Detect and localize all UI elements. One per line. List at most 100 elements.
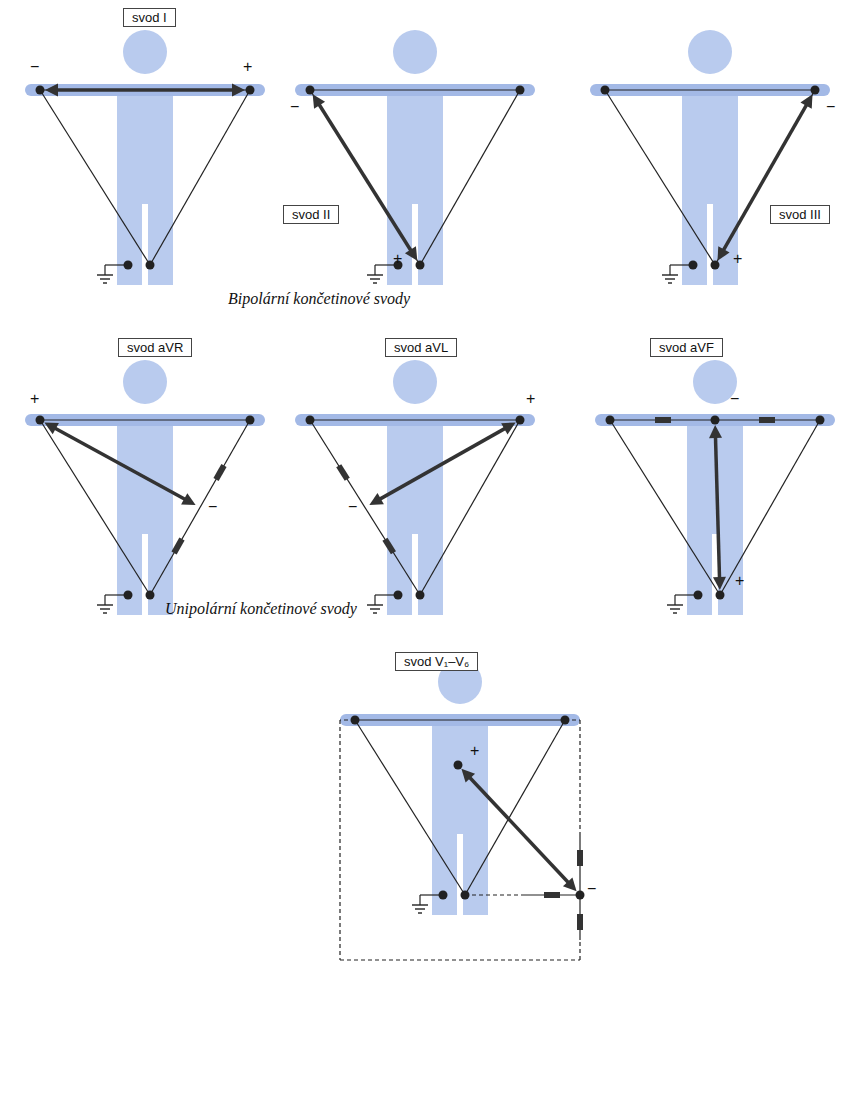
- resistor-symbol: [544, 892, 560, 898]
- lead-label-box: svod aVL: [385, 338, 457, 357]
- lead-wire: [103, 282, 107, 283]
- arrow-head: [501, 422, 516, 434]
- torso: [682, 84, 738, 204]
- lead-wire: [104, 595, 105, 605]
- lead-wire: [367, 274, 383, 275]
- electrode-dot: [816, 416, 825, 425]
- leg: [463, 830, 488, 915]
- polarity-sign: +: [243, 58, 252, 76]
- head: [688, 30, 732, 74]
- polarity-sign: −: [826, 98, 835, 116]
- electrode-dot: [516, 86, 525, 95]
- lead-wire: [40, 90, 150, 265]
- polarity-sign: +: [526, 390, 535, 408]
- electrode-dot: [711, 261, 720, 270]
- lead-name: svod I: [132, 10, 167, 25]
- arms: [340, 714, 580, 726]
- lead-label-box: svod V₁–V₆: [395, 652, 478, 671]
- electrode-dot: [36, 86, 45, 95]
- electrode-dot: [561, 716, 570, 725]
- torso: [387, 414, 443, 534]
- polarity-sign: +: [30, 390, 39, 408]
- electrode-dot: [146, 261, 155, 270]
- arrow-head: [405, 246, 417, 260]
- lead-wire: [720, 420, 820, 595]
- lead-label-box: svod III: [770, 205, 830, 224]
- leg: [148, 200, 173, 285]
- arms: [295, 84, 535, 96]
- figure-caption: Unipolární končetinové svody: [165, 600, 357, 618]
- lead-wire: [150, 90, 250, 265]
- arrow-head: [44, 422, 59, 434]
- lead-wire: [669, 265, 670, 275]
- arrow-head: [181, 493, 196, 505]
- lead-wire: [355, 720, 465, 895]
- leg: [117, 530, 142, 615]
- lead-wire: [40, 420, 150, 595]
- leg: [117, 200, 142, 285]
- polarity-sign: +: [470, 742, 479, 760]
- electrode-dot: [606, 416, 615, 425]
- arrow-head: [461, 769, 475, 783]
- arrow-head: [45, 84, 58, 97]
- arms: [25, 84, 265, 96]
- lead-wire: [310, 89, 520, 90]
- polarity-sign: +: [735, 572, 744, 590]
- lead-wire: [310, 419, 520, 420]
- leg: [432, 830, 457, 915]
- lead-wire: [674, 595, 675, 605]
- head: [123, 360, 167, 404]
- electrode-dot: [416, 261, 425, 270]
- electrode-dot: [439, 891, 448, 900]
- torso: [117, 84, 173, 204]
- polarity-sign: −: [290, 98, 299, 116]
- arrow-head: [563, 877, 577, 891]
- lead-vector: [53, 88, 237, 92]
- resistor-symbol: [171, 538, 184, 555]
- lead-wire: [465, 720, 565, 895]
- resistor-symbol: [577, 914, 583, 930]
- electrode-dot: [351, 716, 360, 725]
- lead-vector: [317, 101, 413, 254]
- arms: [295, 414, 535, 426]
- lead-name: svod aVF: [659, 340, 714, 355]
- electrode-dot: [811, 86, 820, 95]
- polarity-sign: +: [733, 250, 742, 268]
- lead-label-box: svod I: [123, 8, 176, 27]
- lead-vector: [376, 426, 508, 501]
- lead-name: svod aVL: [394, 340, 448, 355]
- dashed-wire: [465, 894, 525, 895]
- lead-name: svod III: [779, 207, 821, 222]
- electrode-dot: [689, 261, 698, 270]
- lead-vector: [721, 101, 808, 253]
- leg: [387, 530, 412, 615]
- resistor-symbol: [655, 417, 671, 423]
- lead-wire: [415, 908, 425, 909]
- lead-wire: [605, 90, 715, 265]
- lead-wire: [103, 612, 107, 613]
- lead-wire: [150, 420, 250, 595]
- electrode-dot: [416, 591, 425, 600]
- lead-wire: [668, 282, 672, 283]
- leg: [687, 530, 712, 615]
- arrow-head: [713, 577, 726, 590]
- electrode-dot: [306, 86, 315, 95]
- electrode-dot: [454, 761, 463, 770]
- lead-wire: [420, 90, 520, 265]
- lead-wire: [40, 419, 250, 420]
- electrode-dot: [36, 416, 45, 425]
- lead-wire: [374, 595, 375, 605]
- electrode-dot: [694, 591, 703, 600]
- leg: [418, 200, 443, 285]
- electrode-dot: [124, 591, 133, 600]
- torso: [432, 714, 488, 834]
- electrode-dot: [306, 416, 315, 425]
- lead-wire: [310, 90, 420, 265]
- leg: [418, 530, 443, 615]
- dashed-wire: [579, 720, 580, 835]
- polarity-sign: −: [348, 498, 357, 516]
- lead-name: svod II: [292, 207, 330, 222]
- arms: [595, 414, 835, 426]
- lead-wire: [667, 604, 683, 605]
- resistor-symbol: [336, 464, 350, 481]
